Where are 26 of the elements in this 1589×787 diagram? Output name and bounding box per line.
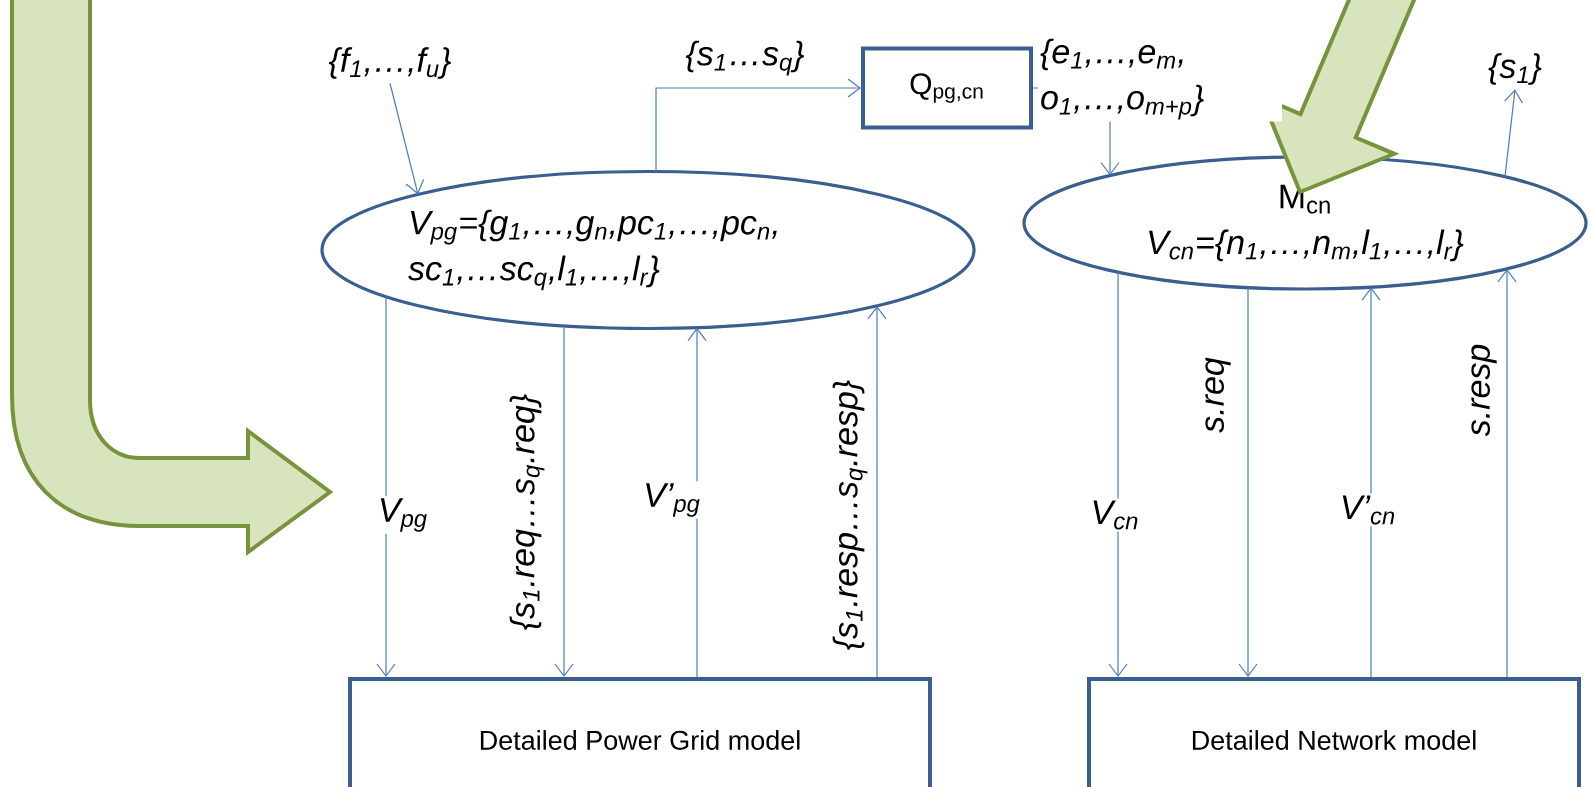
edge-label: {e$_{1}$,…,e$_{m}$, o$_{1}$,…,o$_{m+p}$} xyxy=(1038,36,1282,122)
edge-label: s.resp xyxy=(1469,341,1499,439)
edge-label: V’$_{cn}$ xyxy=(1337,493,1399,527)
arrow xyxy=(389,82,425,195)
arrow xyxy=(1108,271,1128,677)
arrow xyxy=(1504,89,1524,178)
input-set: {f$_{1}$,…,f$_{u}$} xyxy=(328,47,451,79)
edge-label: {s$_{1}$.resp…s$_{q}$.resp} xyxy=(830,377,870,653)
edge-label: V$_{pg}$ xyxy=(375,496,431,534)
output-set: {s$_{1}$} xyxy=(1488,53,1542,85)
process-box: Q$_{pg,cn}$ xyxy=(861,46,1033,130)
arrow xyxy=(1497,268,1517,678)
edge-label: V’$_{pg}$ xyxy=(641,481,703,519)
arrow xyxy=(1361,287,1381,678)
edge-label: {s$_{1}$…s$_{q}$} xyxy=(683,38,807,78)
arrow xyxy=(867,305,887,678)
arrow xyxy=(687,327,707,678)
edge-label: {s$_{1}$.req…s$_{q}$.req} xyxy=(507,391,547,633)
edge-label: V$_{cn}$ xyxy=(1088,498,1142,532)
arrow xyxy=(554,325,574,677)
model-box: Detailed Power Grid model xyxy=(348,677,932,787)
arrow xyxy=(1238,287,1258,677)
arrow xyxy=(655,78,861,173)
edge-label: s.req xyxy=(1203,355,1233,435)
model-box: Detailed Network model xyxy=(1087,677,1582,787)
arrow xyxy=(376,296,396,677)
